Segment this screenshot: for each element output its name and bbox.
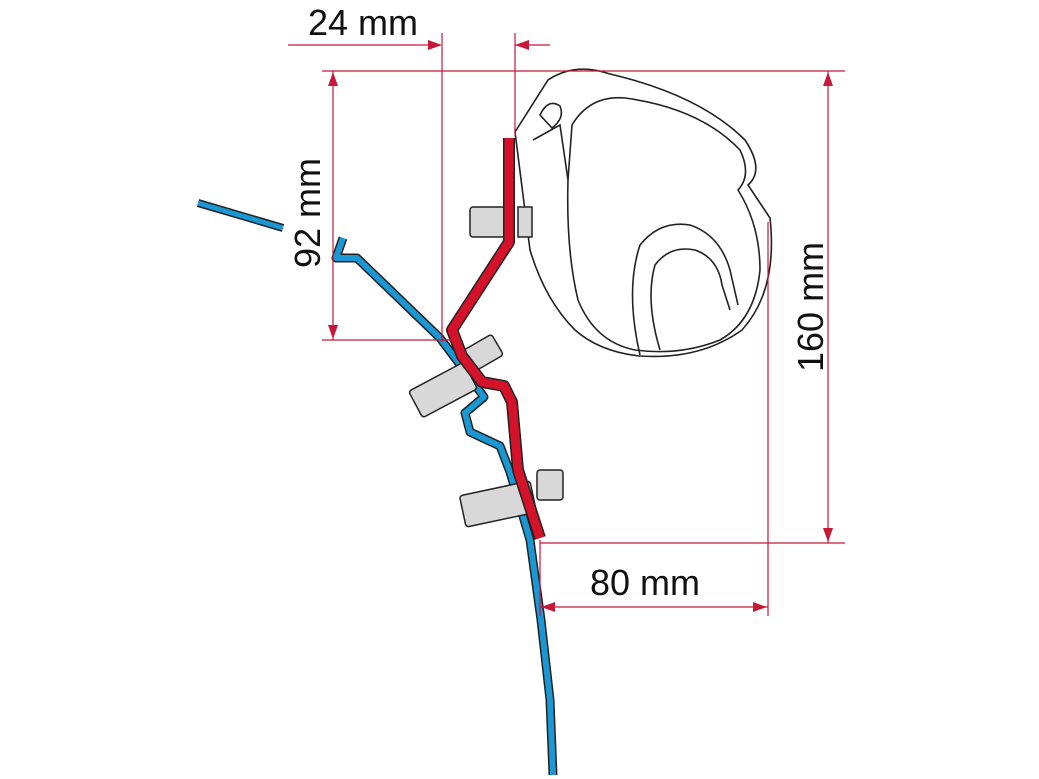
dim-label-24mm: 24 mm [308, 2, 418, 43]
awning-housing [514, 68, 773, 358]
dimension-lines [288, 33, 845, 616]
adapter-bracket [446, 138, 546, 540]
lower-nut [536, 469, 564, 501]
dim-label-80mm: 80 mm [590, 562, 700, 603]
vehicle-profile [196, 199, 558, 776]
dim-label-92mm: 92 mm [287, 158, 328, 268]
upper-nut-back [517, 206, 533, 238]
lower-bolt [459, 480, 537, 528]
dim-label-160mm: 160 mm [790, 242, 831, 372]
bolts [408, 206, 564, 528]
